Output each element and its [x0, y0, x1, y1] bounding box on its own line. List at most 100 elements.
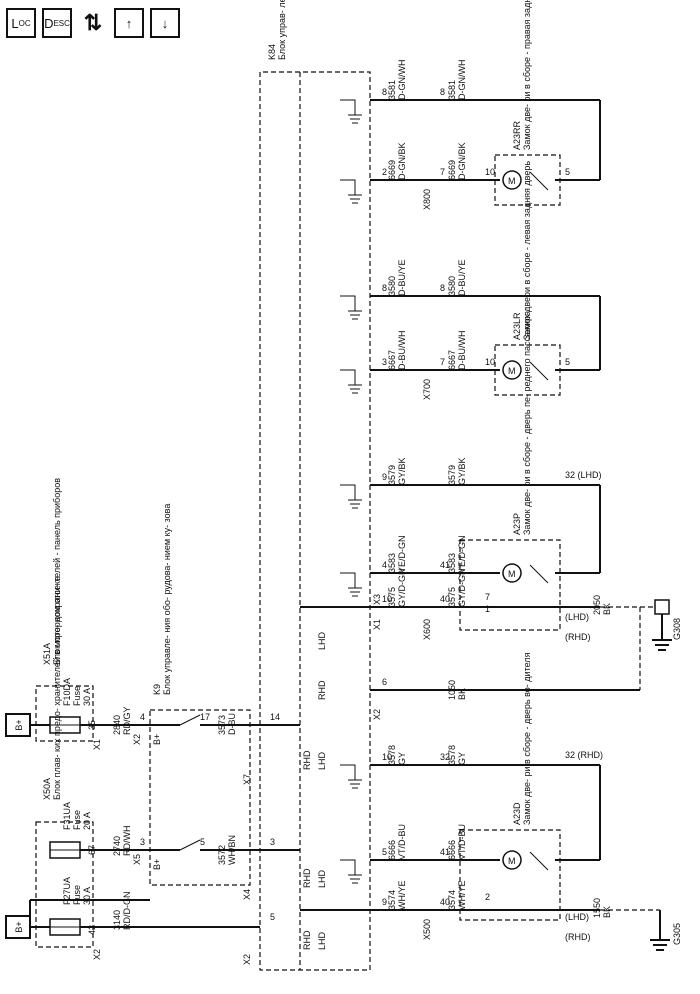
svg-text:RHD: RHD — [302, 750, 312, 770]
svg-text:2: 2 — [485, 892, 490, 902]
svg-text:X2: X2 — [92, 949, 102, 960]
module-k9 — [149, 709, 251, 886]
svg-text:VT/D-BU: VT/D-BU — [457, 824, 467, 860]
svg-text:7: 7 — [440, 357, 445, 367]
svg-text:3575: 3575 — [387, 587, 397, 607]
svg-text:X2: X2 — [132, 734, 142, 745]
svg-text:X800: X800 — [422, 189, 432, 210]
svg-text:GY/BK: GY/BK — [397, 457, 407, 485]
page-down-button[interactable]: ↓ — [150, 8, 180, 38]
svg-text:X51A: X51A — [42, 643, 52, 665]
svg-text:40: 40 — [440, 897, 450, 907]
page-up-button[interactable]: ↑ — [114, 8, 144, 38]
fuse-block-x51a — [35, 685, 94, 742]
svg-text:3575: 3575 — [447, 587, 457, 607]
ground-symbols — [340, 99, 362, 884]
svg-text:LHD: LHD — [317, 751, 327, 770]
svg-text:RD/GY: RD/GY — [122, 706, 132, 735]
svg-text:10: 10 — [382, 752, 392, 762]
svg-text:K9: K9 — [152, 684, 162, 695]
svg-text:14: 14 — [270, 712, 280, 722]
x50a-label: X50A Блок плав- ких предо- хранителей в … — [42, 576, 62, 800]
svg-text:6667: 6667 — [447, 350, 457, 370]
svg-text:B+: B+ — [152, 734, 162, 745]
svg-text:GY: GY — [457, 752, 467, 765]
svg-text:X2: X2 — [242, 954, 252, 965]
svg-text:D-BU/YE: D-BU/YE — [457, 259, 467, 296]
svg-text:5: 5 — [200, 837, 205, 847]
svg-text:4: 4 — [140, 712, 145, 722]
svg-text:Замок две- ри в сборе - правая: Замок две- ри в сборе - правая задняя дв… — [522, 0, 532, 150]
svg-text:M: M — [508, 366, 516, 376]
svg-text:B+: B+ — [14, 719, 24, 730]
svg-text:Блок плав- ких предо- хранител: Блок плав- ких предо- хранителей в мотор… — [52, 576, 62, 800]
svg-text:41: 41 — [440, 560, 450, 570]
svg-text:3573: 3573 — [217, 715, 227, 735]
svg-text:WH/YE: WH/YE — [397, 880, 407, 910]
svg-text:X3: X3 — [372, 594, 382, 605]
svg-text:5: 5 — [382, 847, 387, 857]
svg-text:M: M — [508, 856, 516, 866]
svg-text:Fuse: Fuse — [72, 810, 82, 830]
svg-text:F27UA: F27UA — [62, 877, 72, 905]
svg-text:40: 40 — [440, 594, 450, 604]
svg-text:D-GN/BK: D-GN/BK — [457, 142, 467, 180]
svg-text:BK: BK — [602, 603, 612, 615]
svg-text:32 (RHD): 32 (RHD) — [565, 750, 603, 760]
svg-text:1050: 1050 — [447, 680, 457, 700]
svg-text:M: M — [508, 569, 516, 579]
svg-text:A23LR: A23LR — [512, 312, 522, 340]
svg-text:3140: 3140 — [112, 910, 122, 930]
lhd-rhd-icons: LHD RHD LHD RHD LHD RHD RHD LHD — [302, 631, 327, 950]
svg-text:Fuse: Fuse — [72, 686, 82, 706]
pin-labels: 8 2 8 3 9 4 10 6 10 5 9 8 7 8 7 41 40 32… — [140, 87, 603, 942]
svg-text:3574: 3574 — [387, 890, 397, 910]
svg-text:6666: 6666 — [447, 840, 457, 860]
svg-text:10: 10 — [485, 167, 495, 177]
door-wires — [300, 99, 660, 911]
svg-text:32 (LHD): 32 (LHD) — [565, 470, 602, 480]
module-k84 — [259, 71, 371, 971]
svg-text:LHD: LHD — [317, 931, 327, 950]
svg-text:3580: 3580 — [447, 276, 457, 296]
svg-text:X500: X500 — [422, 919, 432, 940]
svg-text:B+: B+ — [152, 859, 162, 870]
svg-text:35: 35 — [87, 720, 97, 730]
svg-text:RHD: RHD — [302, 868, 312, 888]
connector-labels: X800 X700 X600 X500 X3 X1 X2 X4 X2 X7 — [242, 189, 432, 965]
svg-text:GY: GY — [397, 752, 407, 765]
svg-text:LHD: LHD — [317, 631, 327, 650]
svg-text:WH/YE: WH/YE — [457, 880, 467, 910]
svg-text:2050: 2050 — [592, 595, 602, 615]
svg-text:F10DA: F10DA — [62, 678, 72, 706]
svg-text:D-BU/WH: D-BU/WH — [397, 331, 407, 371]
x51a-label: X51A Блок пре- дохрани- телей - панель п… — [42, 478, 62, 665]
connector-swap-icon[interactable]: ⇅ — [78, 8, 108, 38]
svg-text:B+: B+ — [14, 921, 24, 932]
svg-text:D-GN/WH: D-GN/WH — [457, 60, 467, 101]
svg-text:VT/D-BU: VT/D-BU — [397, 824, 407, 860]
svg-text:41: 41 — [440, 847, 450, 857]
svg-text:(LHD): (LHD) — [565, 612, 589, 622]
svg-text:X2: X2 — [372, 709, 382, 720]
svg-text:9: 9 — [382, 897, 387, 907]
fuse-f27ua: F27UA Fuse 30 A — [49, 877, 92, 936]
svg-text:A23RR: A23RR — [512, 120, 522, 150]
svg-text:X1: X1 — [372, 619, 382, 630]
svg-text:D-BU/WH: D-BU/WH — [457, 331, 467, 371]
k84-label: K84 Блок управ- ления си- стемы бес- клю… — [267, 0, 287, 60]
svg-text:8: 8 — [440, 283, 445, 293]
svg-text:3: 3 — [270, 837, 275, 847]
svg-text:20 A: 20 A — [82, 812, 92, 830]
svg-text:1550: 1550 — [592, 898, 602, 918]
svg-text:2: 2 — [382, 167, 387, 177]
svg-text:D-BU/YE: D-BU/YE — [397, 259, 407, 296]
svg-text:A23P: A23P — [512, 513, 522, 535]
